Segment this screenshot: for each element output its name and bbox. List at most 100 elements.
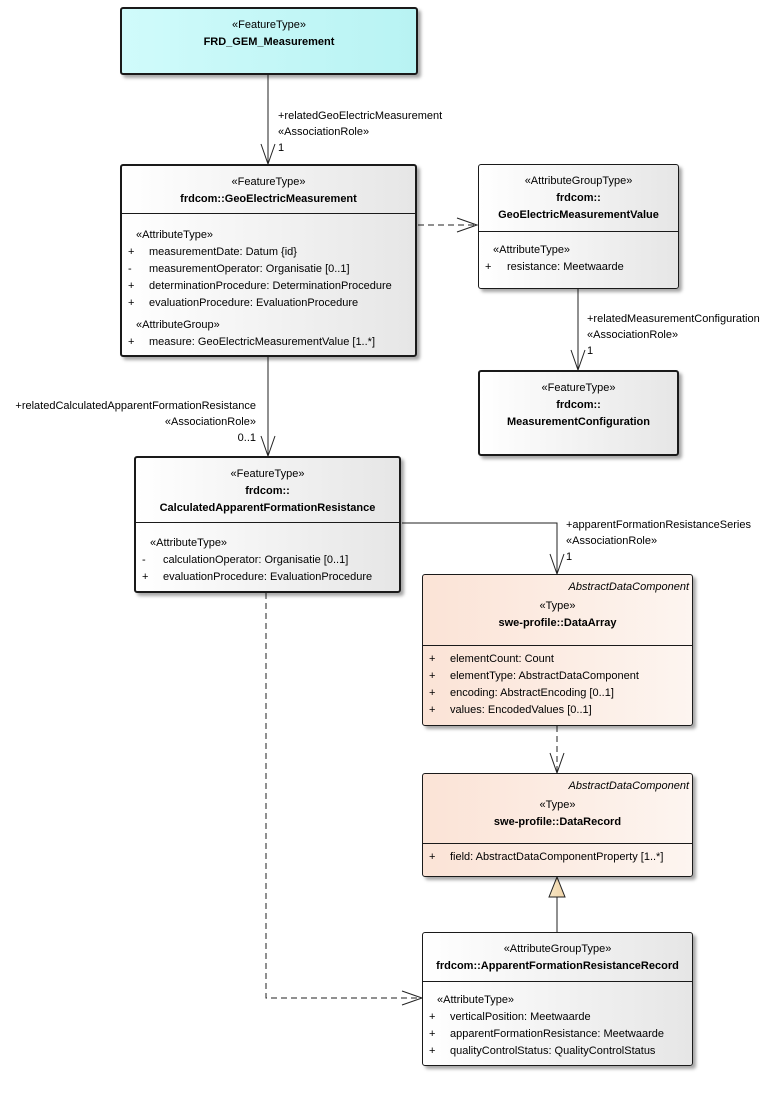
association-label-a3: +relatedCalculatedApparentFormationResis… <box>15 398 256 446</box>
class-name: frdcom::GeoElectricMeasurement <box>180 193 357 205</box>
visibility: + <box>128 336 135 348</box>
visibility: + <box>128 297 135 309</box>
abstract-parent: AbstractDataComponent <box>568 780 689 792</box>
visibility: + <box>429 851 436 863</box>
attribute-row: +elementCount: Count <box>423 651 692 668</box>
attribute-text: encoding: AbstractEncoding [0..1] <box>450 687 614 699</box>
class-name: FRD_GEM_Measurement <box>203 36 335 48</box>
attribute-row: +elementType: AbstractDataComponent <box>423 668 692 685</box>
attribute-text: elementType: AbstractDataComponent <box>450 670 639 682</box>
association-line-related-calculated-resistance <box>260 357 276 458</box>
association-line-related-geoelectric-measurement <box>260 75 276 166</box>
attribute-group-label: «AttributeGroup» <box>136 319 220 331</box>
abstract-parent: AbstractDataComponent <box>568 581 689 593</box>
attribute-text: measurementOperator: Organisatie [0..1] <box>149 263 350 275</box>
stereotype: «FeatureType» <box>230 468 305 480</box>
stereotype: «FeatureType» <box>232 19 306 31</box>
stereotype: «AttributeGroupType» <box>503 943 612 955</box>
role-stereotype: «AssociationRole» <box>566 535 658 547</box>
class-name: MeasurementConfiguration <box>506 416 650 428</box>
stereotype: «AttributeGroupType» <box>524 175 633 187</box>
attribute-compartment: «AttributeType» +resistance: Meetwaarde <box>479 242 678 276</box>
visibility: + <box>128 246 135 258</box>
class-measurement-configuration[interactable]: «FeatureType» frdcom:: MeasurementConfig… <box>478 370 679 456</box>
stereotype: «FeatureType» <box>231 176 306 188</box>
class-frd-gem-measurement[interactable]: «FeatureType» FRD_GEM_Measurement <box>120 7 418 75</box>
class-data-array[interactable]: AbstractDataComponent «Type» swe-profile… <box>422 574 693 726</box>
visibility: + <box>429 1045 436 1057</box>
stereotype: «Type» <box>539 799 576 811</box>
class-calculated-apparent-formation-resistance[interactable]: «FeatureType» frdcom:: CalculatedApparen… <box>134 456 401 593</box>
attribute-row: - measurementOperator: Organisatie [0..1] <box>122 261 415 278</box>
compartment-divider <box>479 231 678 232</box>
attribute-row: +apparentFormationResistance: Meetwaarde <box>423 1026 692 1043</box>
visibility: + <box>128 280 135 292</box>
attribute-compartment: +field: AbstractDataComponentProperty [1… <box>423 849 692 866</box>
attribute-text: qualityControlStatus: QualityControlStat… <box>450 1045 656 1057</box>
attribute-row: +evaluationProcedure: EvaluationProcedur… <box>122 295 415 312</box>
attribute-text: measurementDate: Datum {id} <box>149 246 297 258</box>
dependency-line-record <box>265 593 424 1006</box>
multiplicity: 0..1 <box>237 432 256 444</box>
association-label-a4: +apparentFormationResistanceSeries «Asso… <box>566 517 751 565</box>
attribute-text: evaluationProcedure: EvaluationProcedure <box>163 571 373 583</box>
visibility: + <box>429 653 436 665</box>
attribute-row: + measurementDate: Datum {id} <box>122 244 415 261</box>
association-line-related-measurement-configuration <box>570 289 586 372</box>
attribute-row: + qualityControlStatus: QualityControlSta… <box>423 1043 692 1060</box>
class-apparent-formation-resistance-record[interactable]: «AttributeGroupType» frdcom::ApparentFor… <box>422 932 693 1066</box>
class-name: swe-profile::DataRecord <box>493 816 622 828</box>
attribute-row: + encoding: AbstractEncoding [0..1] <box>423 685 692 702</box>
stereotype: «Type» <box>539 600 576 612</box>
attribute-text: determinationProcedure: DeterminationPro… <box>149 280 392 292</box>
association-label-a2: +relatedMeasurementConfiguration «Associ… <box>587 311 760 359</box>
visibility: + <box>429 1028 436 1040</box>
generalization-line <box>548 875 566 932</box>
compartment-divider <box>423 981 692 982</box>
class-name: swe-profile::DataArray <box>498 617 617 629</box>
attribute-group-label: «AttributeType» <box>136 229 214 241</box>
visibility: + <box>142 571 149 583</box>
attribute-row: + evaluationProcedure: EvaluationProcedur… <box>136 569 399 586</box>
multiplicity: 1 <box>278 142 285 154</box>
dependency-line-element-type <box>549 726 565 775</box>
compartment-divider <box>136 522 399 523</box>
compartment-divider <box>423 645 692 646</box>
attribute-text: resistance: Meetwaarde <box>507 261 624 273</box>
role-name: +relatedCalculatedApparentFormationResis… <box>15 400 256 412</box>
class-data-record[interactable]: AbstractDataComponent «Type» swe-profile… <box>422 773 693 877</box>
attribute-text: values: EncodedValues [0..1] <box>450 704 592 716</box>
class-geoelectric-measurement[interactable]: «FeatureType» frdcom::GeoElectricMeasure… <box>120 164 417 357</box>
attribute-group-label: «AttributeType» <box>493 244 571 256</box>
visibility: + <box>429 1011 436 1023</box>
attribute-compartment: «AttributeType» + measurementDate: Datum … <box>122 227 415 351</box>
class-geoelectric-measurement-value[interactable]: «AttributeGroupType» frdcom:: GeoElectri… <box>478 164 679 289</box>
attribute-group-label: «AttributeType» <box>437 994 515 1006</box>
compartment-divider <box>122 213 415 214</box>
attribute-text: calculationOperator: Organisatie [0..1] <box>163 554 349 566</box>
role-stereotype: «AssociationRole» <box>164 416 256 428</box>
attribute-row: +resistance: Meetwaarde <box>479 259 678 276</box>
visibility: + <box>429 687 436 699</box>
attribute-row: +field: AbstractDataComponentProperty [1… <box>423 849 692 866</box>
attribute-compartment: «AttributeType» -calculationOperator: Or… <box>136 535 399 586</box>
role-stereotype: «AssociationRole» <box>587 329 679 341</box>
role-stereotype: «AssociationRole» <box>278 126 370 138</box>
role-name: +apparentFormationResistanceSeries <box>566 519 751 531</box>
attribute-text: measure: GeoElectricMeasurementValue [1.… <box>149 336 376 348</box>
attribute-group-label: «AttributeType» <box>150 537 228 549</box>
class-name-namespace: frdcom:: <box>245 485 290 497</box>
class-name-namespace: frdcom:: <box>556 399 601 411</box>
visibility: - <box>128 263 132 275</box>
class-name: GeoElectricMeasurementValue <box>498 209 659 221</box>
stereotype: «FeatureType» <box>541 382 616 394</box>
attribute-row: + measure: GeoElectricMeasurementValue [1… <box>122 334 415 351</box>
class-name: frdcom::ApparentFormationResistanceRecor… <box>436 960 679 972</box>
attribute-compartment: +elementCount: Count +elementType: Abstr… <box>423 651 692 719</box>
association-label-a1: +relatedGeoElectricMeasurement «Associat… <box>278 108 442 156</box>
dependency-line-measure <box>418 217 479 233</box>
class-name-namespace: frdcom:: <box>556 192 601 204</box>
attribute-compartment: «AttributeType» + verticalPosition: Meetw… <box>423 992 692 1060</box>
attribute-text: verticalPosition: Meetwaarde <box>450 1011 591 1023</box>
